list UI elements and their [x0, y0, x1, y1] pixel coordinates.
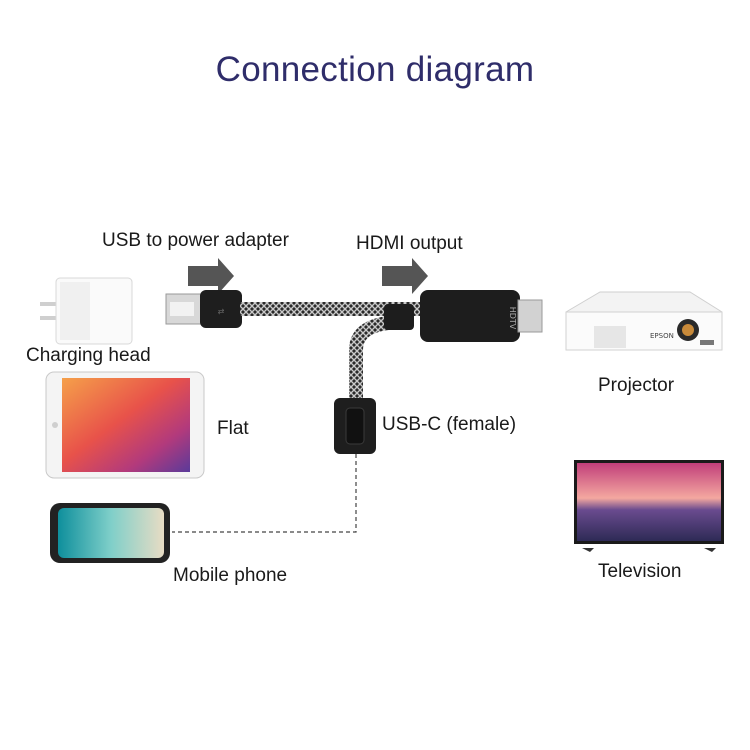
- dashed-connection-line: [172, 454, 357, 533]
- cable-junction: [384, 304, 414, 330]
- hdmi-plug-mark: HDTV: [508, 307, 517, 330]
- tablet-image: [45, 371, 205, 479]
- page-title: Connection diagram: [215, 50, 535, 89]
- arrow-icon-hdmi: [382, 258, 428, 294]
- label-charging-head: Charging head: [26, 345, 151, 366]
- label-television: Television: [598, 561, 682, 582]
- label-hdmi-output: HDMI output: [356, 233, 463, 254]
- charging-head-image: [40, 277, 133, 345]
- label-mobile-phone: Mobile phone: [173, 565, 288, 586]
- hdmi-plug: HDTV: [420, 290, 543, 342]
- svg-text:⇄: ⇄: [218, 307, 225, 316]
- usb-c-female-connector: [334, 398, 376, 454]
- label-flat: Flat: [217, 418, 249, 439]
- television-image: [574, 460, 724, 552]
- usb-a-plug: ⇄: [165, 290, 242, 328]
- projector-image: EPSON: [565, 291, 723, 351]
- label-usb-to-power-adapter: USB to power adapter: [102, 230, 289, 251]
- braided-cable-main: [240, 302, 420, 316]
- label-projector: Projector: [598, 375, 675, 396]
- label-usb-c-female: USB-C (female): [382, 414, 517, 435]
- projector-brand: EPSON: [650, 332, 674, 340]
- arrow-icon-usb: [188, 258, 234, 294]
- mobile-phone-image: [50, 503, 170, 563]
